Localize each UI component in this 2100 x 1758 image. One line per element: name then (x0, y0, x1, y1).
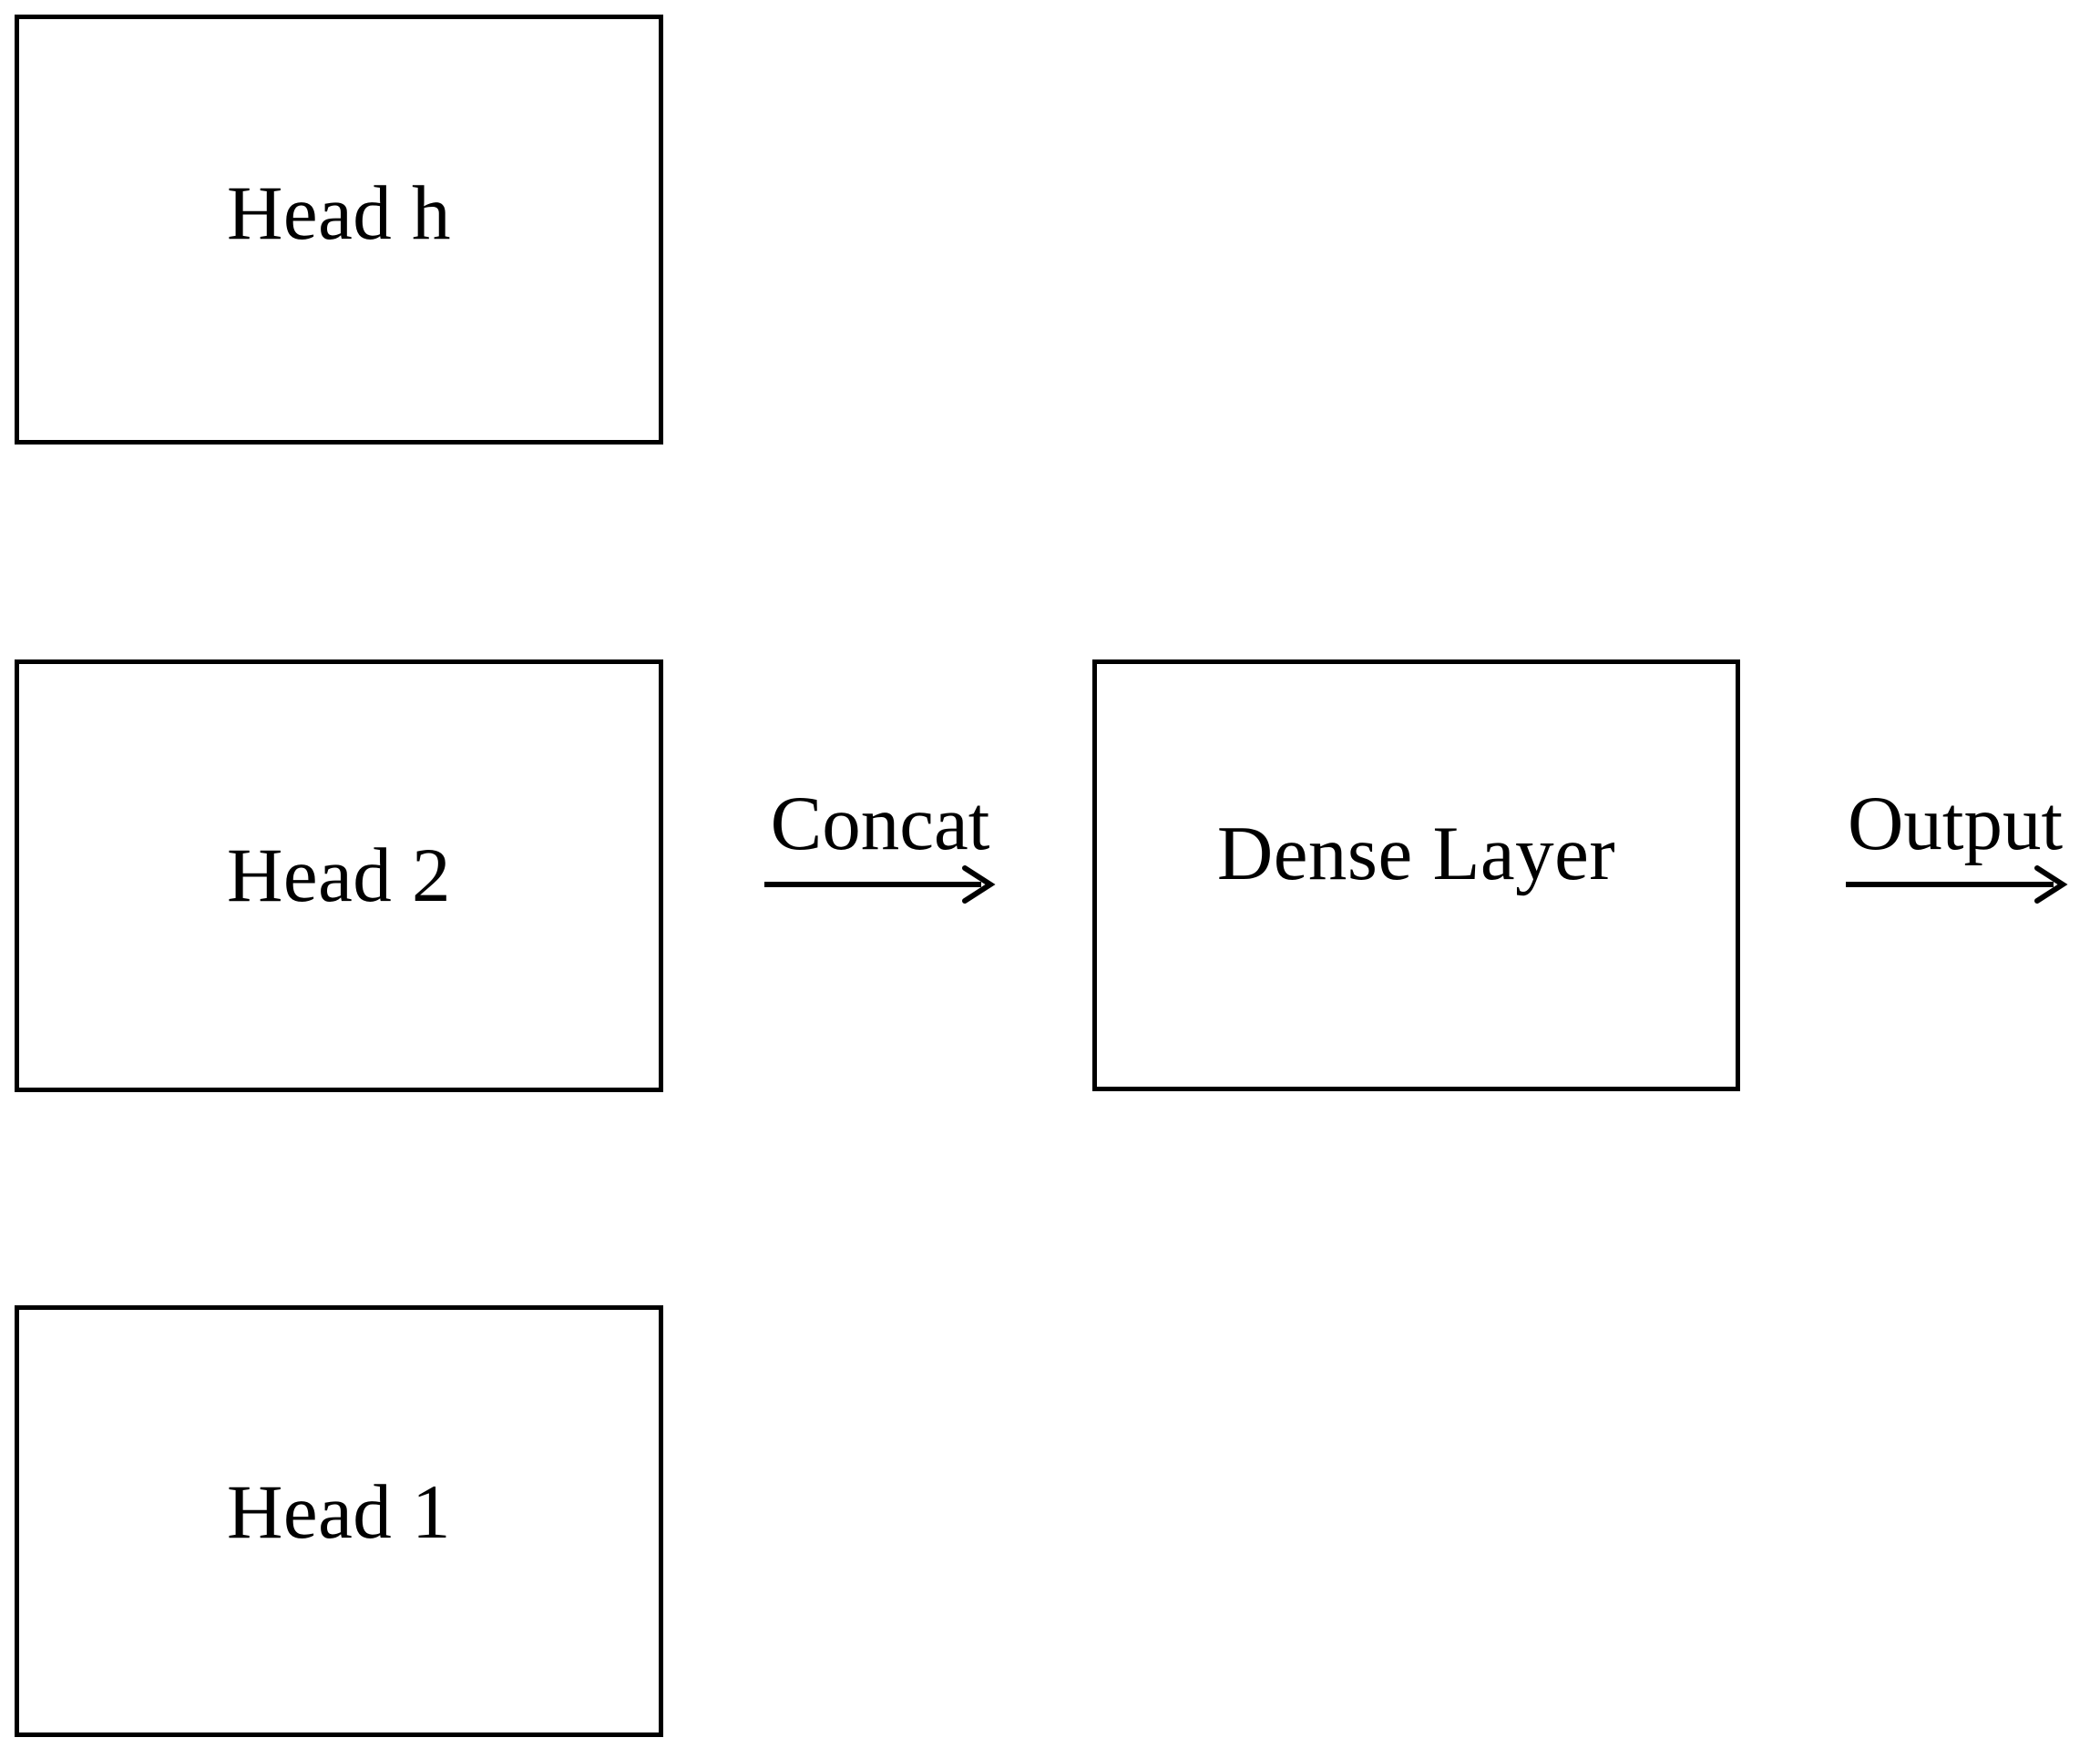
node-head-h[interactable]: Head h (15, 15, 663, 445)
arrow-right-icon (764, 865, 996, 904)
edge-output-label: Output (1847, 781, 2064, 866)
node-head-1[interactable]: Head 1 (15, 1305, 663, 1737)
node-dense-layer-label: Dense Layer (1216, 810, 1616, 896)
edge-output: Output (1833, 785, 2077, 908)
edge-concat: Concat (763, 785, 998, 908)
node-dense-layer[interactable]: Dense Layer (1092, 659, 1740, 1091)
node-head-2[interactable]: Head 2 (15, 659, 663, 1092)
node-head-h-label: Head h (226, 169, 452, 256)
node-head-1-label: Head 1 (226, 1468, 452, 1555)
node-head-2-label: Head 2 (226, 833, 452, 918)
edge-concat-label: Concat (770, 781, 990, 866)
arrow-right-icon (1846, 865, 2068, 904)
